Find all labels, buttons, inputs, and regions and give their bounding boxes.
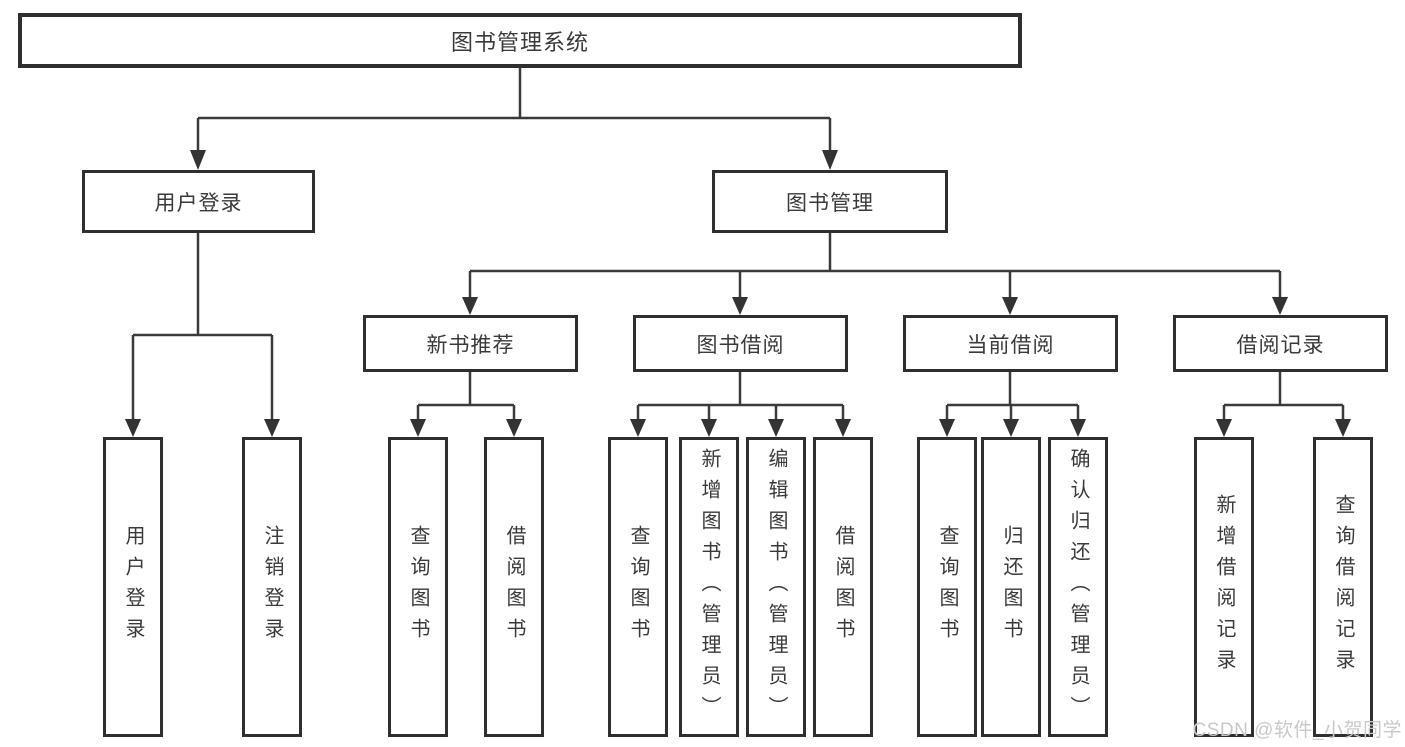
leaf-label: 查询图书 (407, 525, 429, 649)
leaf-label: 编辑图书（管理员） (765, 447, 787, 727)
arrow-down-icon (1002, 297, 1018, 315)
arrow-down-icon (506, 419, 522, 437)
arrow-down-icon (701, 419, 717, 437)
node-label: 图书借阅 (696, 333, 785, 357)
node-borrow-records: 借阅记录 (1173, 315, 1388, 372)
node-label: 借阅记录 (1236, 333, 1325, 357)
leaf-add-books-admin: 新增图书（管理员） (679, 437, 739, 737)
leaf-confirm-return-admin: 确认归还（管理员） (1048, 437, 1108, 737)
arrow-down-icon (1070, 419, 1086, 437)
node-current-borrow: 当前借阅 (903, 315, 1118, 372)
leaf-query-borrow-record: 查询借阅记录 (1313, 437, 1373, 737)
leaf-query-books: 查询图书 (608, 437, 668, 737)
leaf-label: 新增借阅记录 (1213, 494, 1235, 680)
arrow-down-icon (1272, 297, 1288, 315)
arrow-down-icon (462, 297, 478, 315)
leaf-add-borrow-record: 新增借阅记录 (1194, 437, 1254, 737)
leaf-label: 新增图书（管理员） (698, 447, 720, 727)
leaf-label: 借阅图书 (832, 525, 854, 649)
connector-lines (131, 68, 1345, 421)
arrow-down-icon (410, 419, 426, 437)
node-root-label: 图书管理系统 (450, 29, 589, 55)
watermark: CSDN @软件_小贺同学 (1192, 720, 1402, 741)
node-label: 用户登录 (154, 191, 243, 215)
leaf-return-books: 归还图书 (981, 437, 1041, 737)
node-label: 图书管理 (786, 191, 874, 215)
node-label: 当前借阅 (966, 333, 1055, 357)
leaf-label: 借阅图书 (503, 525, 525, 649)
arrowhead-group (125, 150, 1351, 437)
leaf-borrow-books: 借阅图书 (484, 437, 544, 737)
leaf-label: 归还图书 (1000, 525, 1022, 649)
arrow-down-icon (1216, 419, 1232, 437)
node-book-borrow: 图书借阅 (633, 315, 848, 372)
arrow-down-icon (835, 419, 851, 437)
leaf-user-login: 用户登录 (103, 437, 163, 737)
leaf-query-books: 查询图书 (388, 437, 448, 737)
node-user-login-group: 用户登录 (82, 170, 315, 233)
leaf-label: 用户登录 (122, 525, 144, 649)
leaf-label: 查询图书 (627, 525, 649, 649)
arrow-down-icon (125, 419, 141, 437)
node-new-book-recommend: 新书推荐 (363, 315, 578, 372)
arrow-down-icon (768, 419, 784, 437)
arrow-down-icon (939, 419, 955, 437)
leaf-label: 确认归还（管理员） (1067, 447, 1089, 727)
leaf-borrow-books: 借阅图书 (813, 437, 873, 737)
arrow-down-icon (822, 150, 838, 170)
arrow-down-icon (630, 419, 646, 437)
leaf-label: 查询图书 (936, 525, 958, 649)
leaf-label: 注销登录 (261, 525, 283, 649)
arrow-down-icon (732, 297, 748, 315)
arrow-down-icon (1335, 419, 1351, 437)
arrow-down-icon (190, 150, 206, 170)
node-book-management: 图书管理 (712, 170, 948, 233)
leaf-query-books: 查询图书 (917, 437, 977, 737)
leaf-edit-books-admin: 编辑图书（管理员） (746, 437, 806, 737)
leaf-label: 查询借阅记录 (1332, 494, 1354, 680)
node-root: 图书管理系统 (18, 13, 1022, 68)
arrow-down-icon (264, 419, 280, 437)
arrow-down-icon (1003, 419, 1019, 437)
leaf-logout: 注销登录 (242, 437, 302, 737)
node-label: 新书推荐 (426, 333, 515, 357)
